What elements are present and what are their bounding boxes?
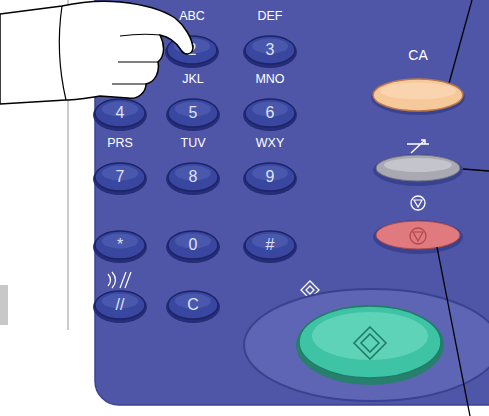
button-face (245, 99, 295, 127)
key-label: 8 (168, 169, 218, 185)
button-rim (93, 231, 147, 263)
keypad-button: 4 (95, 98, 145, 128)
button-rim (243, 163, 297, 195)
key-caption: DEF (245, 10, 295, 23)
button-rim (373, 154, 463, 186)
button-rim (166, 231, 220, 263)
key-caption: TUV (168, 137, 218, 150)
button-face (95, 231, 145, 259)
key-label: 4 (95, 105, 145, 121)
button-rim (93, 291, 147, 323)
keypad-button: * (95, 230, 145, 260)
interrupt-button (376, 155, 460, 181)
button-face (95, 99, 145, 127)
button-rim (166, 163, 220, 195)
start-icon (354, 327, 386, 359)
hand (0, 1, 193, 104)
keypad-button: TUV8 (168, 162, 218, 192)
keypad-button: WXY9 (245, 162, 295, 192)
button-rim (166, 99, 220, 131)
key-label: // (95, 297, 145, 313)
keypad-button: MNO6 (245, 98, 295, 128)
key-label: 2 (167, 42, 217, 58)
stop-icon-triangle (413, 232, 423, 241)
button-face (167, 36, 217, 64)
keypad-button: CA (373, 78, 463, 112)
margin-rule (67, 0, 69, 330)
key-label: C (168, 297, 218, 313)
button-highlight (384, 158, 452, 172)
leader-line (448, 0, 472, 87)
button-highlight (312, 312, 428, 360)
leader-line (463, 169, 489, 171)
key-label: # (245, 237, 295, 253)
button-rim (93, 163, 147, 195)
button-face (168, 163, 218, 191)
key-caption: ABC (167, 10, 217, 23)
button-rim (243, 36, 297, 68)
button-rim (296, 305, 444, 385)
key-caption: MNO (245, 73, 295, 86)
button-face (373, 79, 463, 111)
button-rim (166, 291, 220, 323)
panel-body (95, 0, 489, 405)
leader-line (437, 247, 470, 416)
keypad-button: DEF3 (245, 35, 295, 65)
keypad-button: JKL5 (168, 98, 218, 128)
keypad-button: PRS7 (95, 162, 145, 192)
keypad-button: # (245, 230, 295, 260)
key-caption: JKL (168, 73, 218, 86)
key-label: 6 (245, 105, 295, 121)
margin-tab (0, 285, 8, 325)
key-caption: CA (373, 48, 463, 62)
keypad-button: 0 (168, 230, 218, 260)
button-face (168, 291, 218, 319)
button-highlight (380, 83, 456, 100)
button-face (168, 99, 218, 127)
key-caption: WXY (245, 137, 295, 150)
button-rim (243, 231, 297, 263)
start-surround (244, 289, 489, 401)
interrupt-symbol (407, 140, 429, 153)
keypad-button: // (95, 290, 145, 320)
stop-symbol-triangle (414, 200, 422, 207)
button-face (95, 163, 145, 191)
key-label: * (95, 237, 145, 253)
button-rim (371, 79, 465, 115)
button-face (168, 231, 218, 259)
pause-symbol (108, 272, 131, 288)
stop-symbol (411, 196, 425, 210)
button-rim (165, 36, 219, 68)
stop-icon (410, 228, 426, 244)
keypad-button: C (168, 290, 218, 320)
key-caption: PRS (95, 137, 145, 150)
button-rim (93, 99, 147, 131)
key-label: 0 (168, 237, 218, 253)
key-label: 7 (95, 169, 145, 185)
key-label: 5 (168, 105, 218, 121)
stop-button (376, 221, 460, 249)
key-label: 3 (245, 42, 295, 58)
key-label: 9 (245, 169, 295, 185)
button-face (245, 231, 295, 259)
button-face (245, 36, 295, 64)
start-button (299, 306, 441, 378)
button-rim (373, 220, 463, 254)
keypad-button: ABC2 (167, 35, 217, 65)
button-rim (243, 99, 297, 131)
button-face (245, 163, 295, 191)
button-shape (373, 78, 463, 112)
hand-detail (59, 6, 160, 100)
button-face (95, 291, 145, 319)
